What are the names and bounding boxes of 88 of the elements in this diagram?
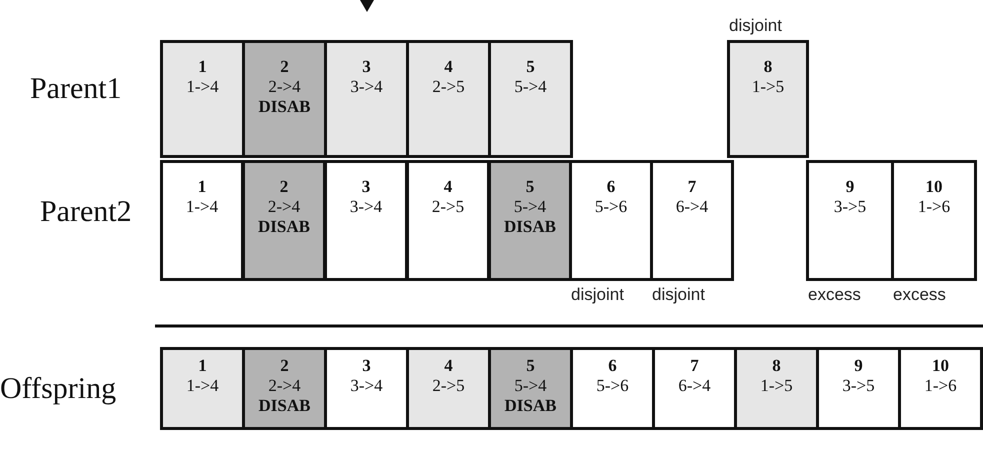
gene-box (160, 40, 245, 158)
gene-box (727, 40, 809, 158)
gene-number: 3 (362, 356, 371, 376)
gene-box (488, 347, 573, 430)
connection-label: 2->5 (432, 77, 465, 97)
connection-label: 3->5 (842, 376, 875, 396)
gene-number: 9 (854, 356, 863, 376)
gene-number: 2 (280, 356, 289, 376)
gene-box (569, 160, 653, 281)
gene-note: disjoint (729, 16, 782, 36)
gene-number: 4 (444, 57, 453, 77)
gene-box (816, 347, 901, 430)
connection-label: 2->5 (432, 376, 465, 396)
gene-number: 4 (444, 177, 452, 197)
gene-box (488, 160, 572, 281)
gene-number: 8 (772, 356, 781, 376)
gene-number: 1 (198, 57, 207, 77)
connection-label: 3->4 (350, 197, 382, 217)
gene-box (242, 40, 327, 158)
gene-number: 8 (764, 57, 772, 77)
connection-label: 5->6 (594, 197, 628, 217)
gene-box (160, 160, 244, 281)
gene-number: 1 (198, 177, 206, 197)
status-label: DISAB (504, 217, 556, 237)
gene-box (488, 40, 573, 158)
gene-number: 2 (280, 57, 289, 77)
gene-box (898, 347, 983, 430)
row-label: Parent2 (40, 195, 132, 229)
status-label: DISAB (504, 396, 556, 416)
connection-label: 1->6 (918, 197, 950, 217)
gene-box (324, 40, 409, 158)
connection-label: 1->5 (752, 77, 784, 97)
gene-box (324, 160, 408, 281)
connection-label: 2->4 (268, 197, 300, 217)
connection-label: 2->5 (432, 197, 464, 217)
gene-number: 4 (444, 356, 453, 376)
connection-label: 3->4 (350, 77, 383, 97)
gene-number: 5 (526, 177, 534, 197)
gene-note: disjoint (652, 285, 705, 305)
gene-number: 10 (926, 177, 942, 197)
connection-label: 3->5 (834, 197, 866, 217)
gene-number: 5 (526, 356, 535, 376)
gene-box (242, 347, 327, 430)
gene-number: 7 (690, 356, 699, 376)
gene-box (650, 160, 734, 281)
gene-box (734, 347, 819, 430)
connection-label: 1->4 (186, 77, 219, 97)
connection-label: 1->6 (924, 376, 957, 396)
connection-label: 6->4 (676, 197, 708, 217)
connection-label: 5->4 (514, 77, 547, 97)
gene-number: 5 (526, 57, 535, 77)
gene-number: 1 (198, 356, 207, 376)
status-label: DISAB (258, 217, 310, 237)
row-label: Offspring (0, 372, 116, 406)
connection-label: 3->4 (350, 376, 383, 396)
gene-box (160, 347, 245, 430)
connection-label: 1->5 (760, 376, 793, 396)
gene-box (242, 160, 326, 281)
gene-number: 10 (932, 356, 949, 376)
connection-label: 1->4 (186, 376, 219, 396)
gene-number: 3 (362, 177, 370, 197)
gene-number: 2 (280, 177, 288, 197)
gene-box (406, 347, 491, 430)
connection-label: 5->4 (514, 197, 546, 217)
gene-number: 3 (362, 57, 371, 77)
gene-number: 6 (606, 177, 616, 197)
connection-label: 6->4 (678, 376, 711, 396)
connection-label: 2->4 (268, 77, 301, 97)
status-label: DISAB (258, 396, 310, 416)
gene-note: disjoint (571, 285, 624, 305)
gene-box (570, 347, 655, 430)
status-label: DISAB (258, 97, 310, 117)
gene-note: excess (808, 285, 861, 305)
gene-box (652, 347, 737, 430)
connection-label: 1->4 (186, 197, 218, 217)
gene-box (406, 40, 491, 158)
connection-label: 5->6 (596, 376, 629, 396)
gene-number: 7 (688, 177, 696, 197)
gene-box (324, 347, 409, 430)
gene-box (806, 160, 894, 281)
gene-box (891, 160, 977, 281)
connection-label: 2->4 (268, 376, 301, 396)
gene-box (406, 160, 490, 281)
gene-number: 9 (846, 177, 854, 197)
gene-number: 6 (608, 356, 617, 376)
row-label: Parent1 (30, 72, 122, 106)
connection-label: 5->4 (514, 376, 547, 396)
gene-note: excess (893, 285, 946, 305)
